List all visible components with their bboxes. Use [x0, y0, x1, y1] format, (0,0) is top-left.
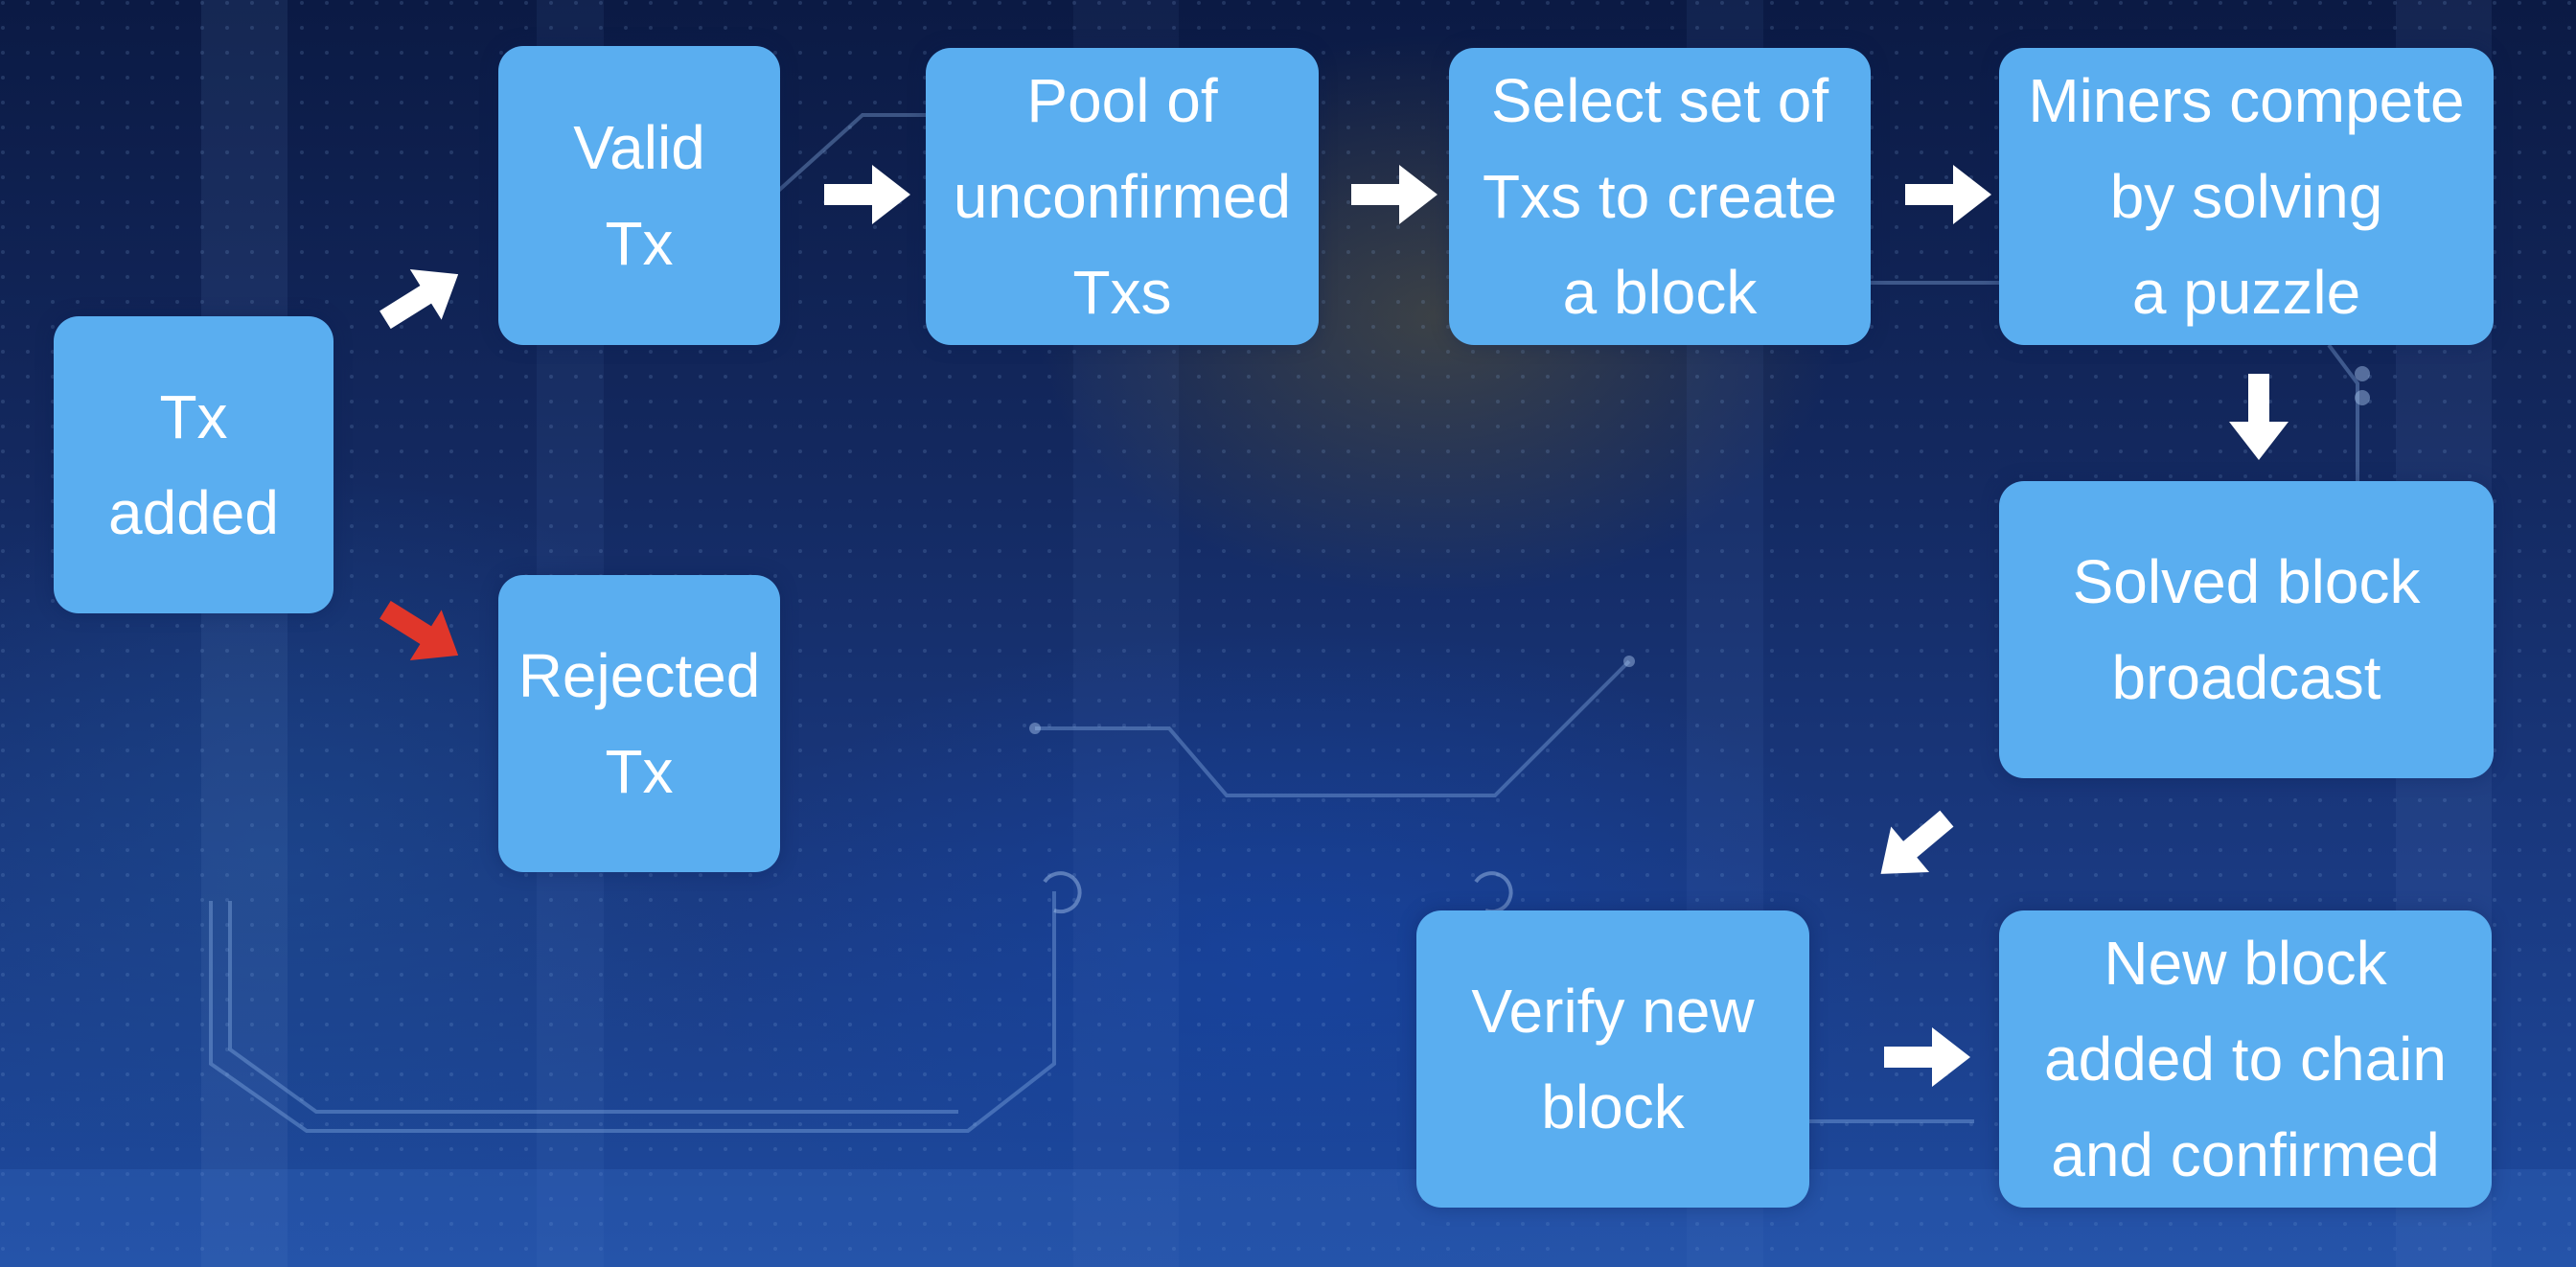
node-pool-unconfirmed: Pool of unconfirmed Txs: [926, 48, 1319, 345]
node-block-added: New block added to chain and confirmed: [1999, 910, 2492, 1208]
arrow-broadcast-to-verify-shape: [1880, 810, 1954, 874]
arrow-verify-to-added: [1884, 1024, 1970, 1091]
arrow-to-rejected: [367, 581, 475, 683]
arrow-to-rejected-shape: [380, 600, 459, 660]
arrow-pool-to-select: [1351, 161, 1438, 228]
node-verify-block: Verify new block: [1416, 910, 1809, 1208]
arrow-to-valid-shape: [380, 269, 459, 330]
arrow-verify-to-added-shape: [1884, 1027, 1970, 1087]
arrow-to-valid: [367, 245, 475, 348]
arrow-broadcast-to-verify: [1859, 793, 1968, 899]
arrow-miners-to-broadcast-shape: [2229, 374, 2288, 460]
arrow-miners-to-broadcast: [2225, 374, 2292, 460]
node-solved-broadcast: Solved block broadcast: [1999, 481, 2494, 778]
arrow-valid-to-pool-shape: [824, 165, 910, 224]
node-valid-tx: Valid Tx: [498, 46, 780, 345]
arrow-select-to-miners-shape: [1905, 165, 1991, 224]
arrow-pool-to-select-shape: [1351, 165, 1438, 224]
node-tx-added: Tx added: [54, 316, 334, 613]
node-select-set: Select set of Txs to create a block: [1449, 48, 1871, 345]
arrow-select-to-miners: [1905, 161, 1991, 228]
node-rejected-tx: Rejected Tx: [498, 575, 780, 872]
arrow-valid-to-pool: [824, 161, 910, 228]
node-miners-compete: Miners compete by solving a puzzle: [1999, 48, 2494, 345]
